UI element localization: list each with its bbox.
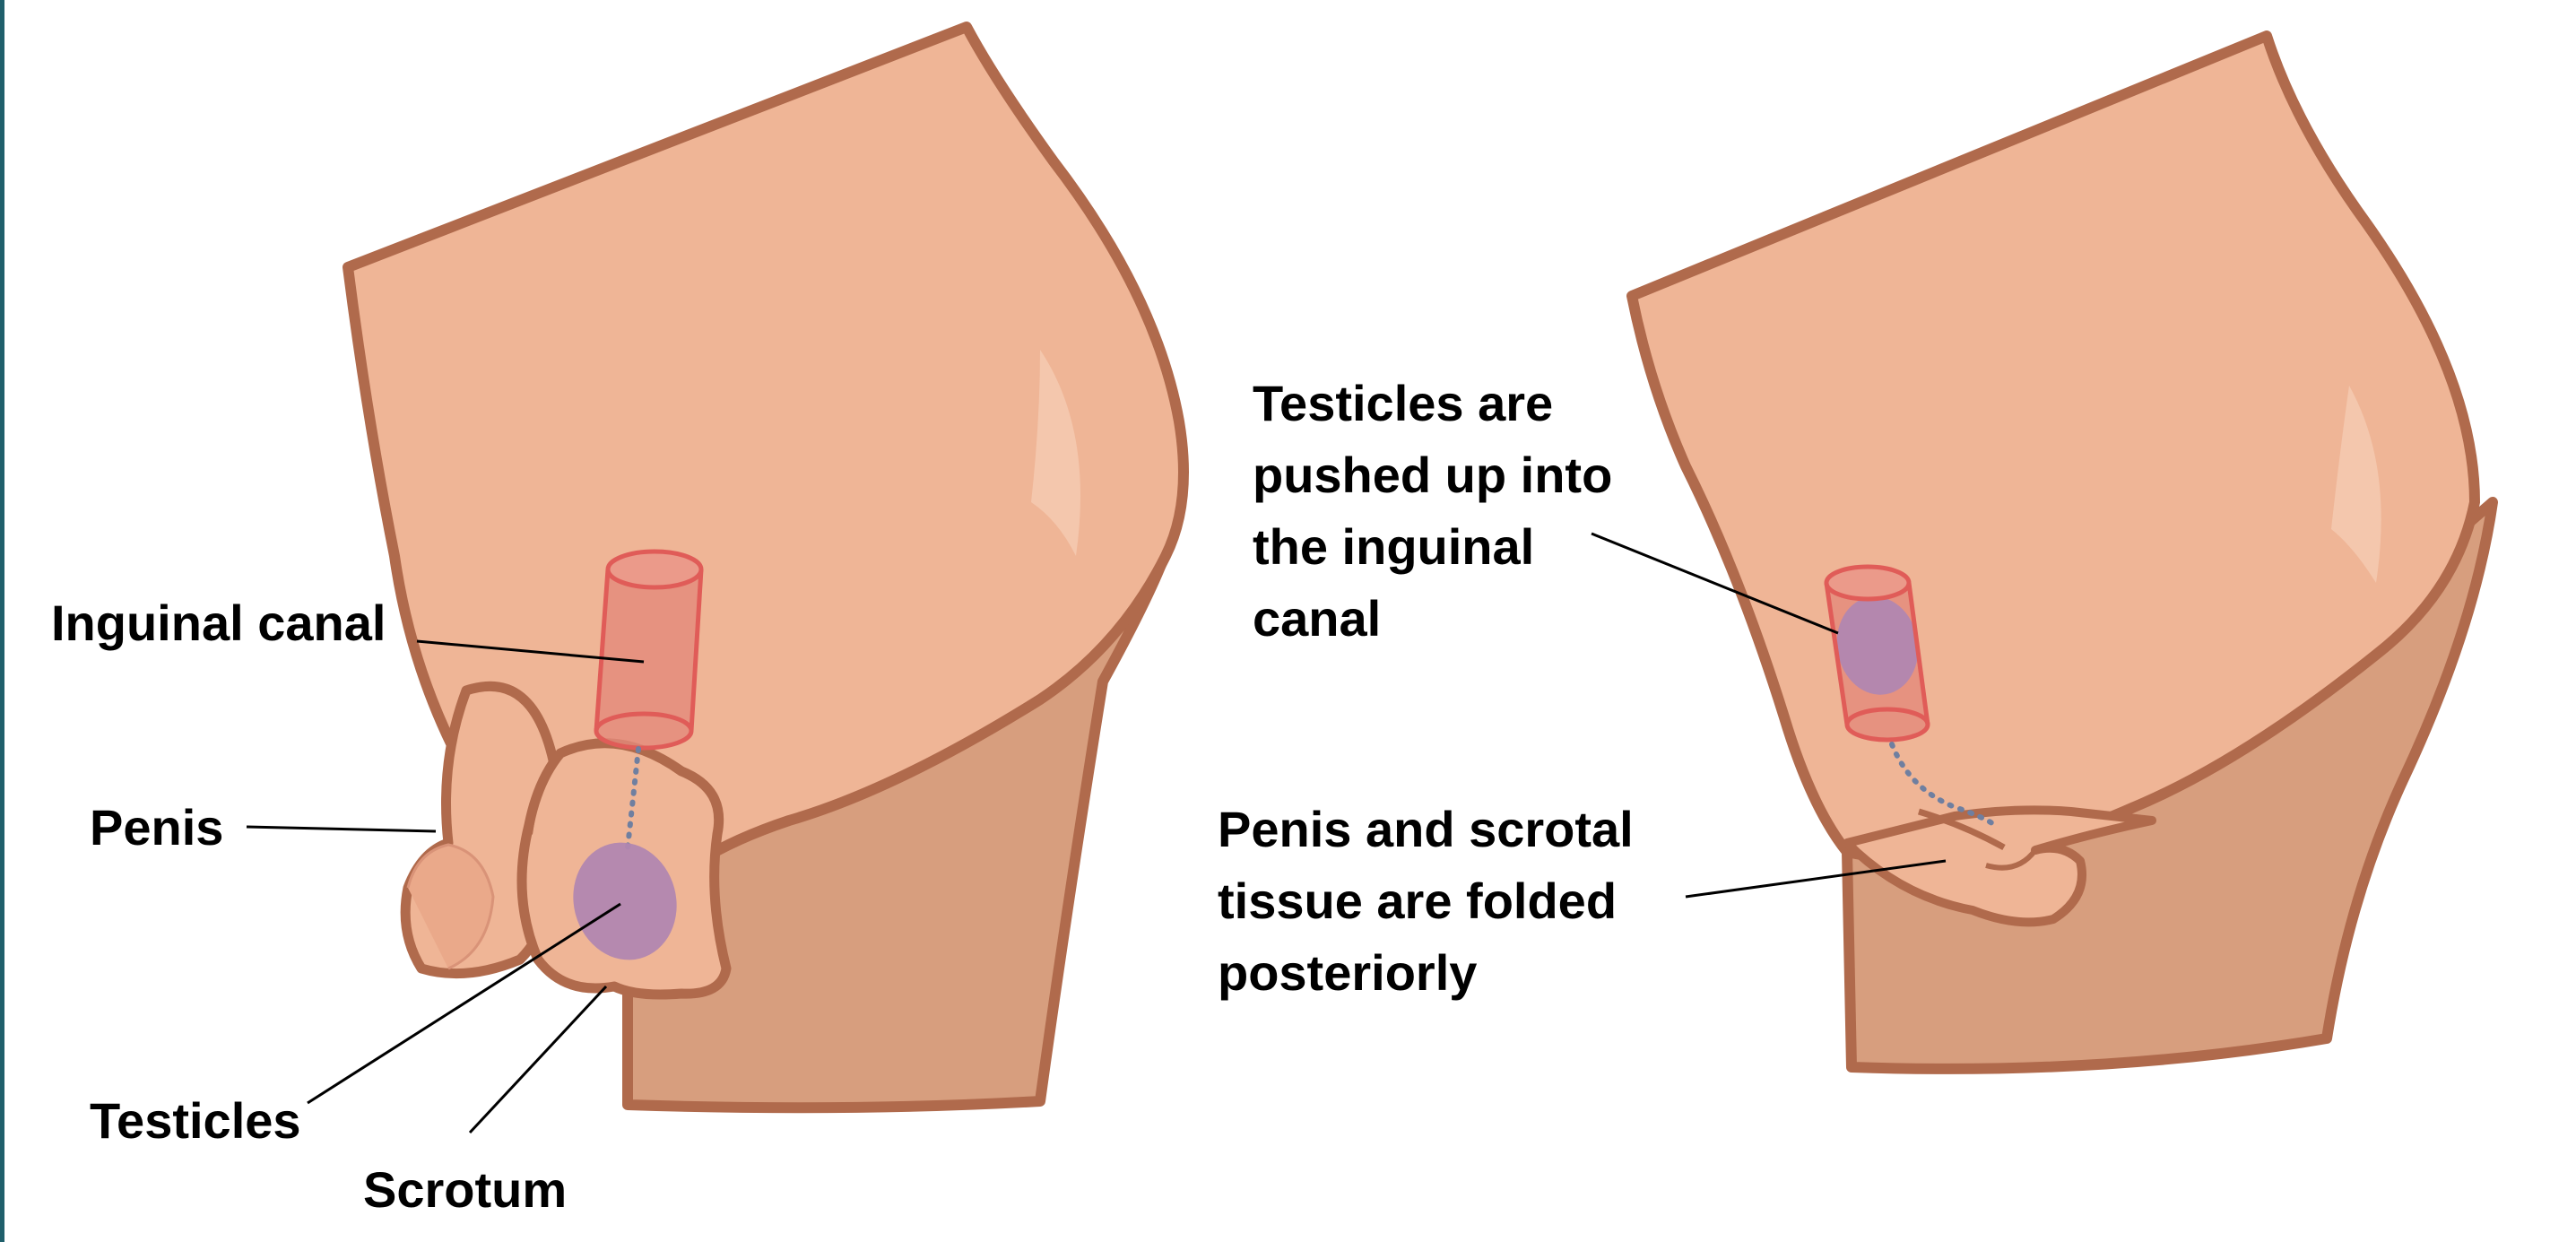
- panel-tucked: [1592, 36, 2493, 1069]
- label-testicles-pushed: Testicles are pushed up into the inguina…: [1253, 368, 1612, 655]
- inguinal-canal-tube: [596, 552, 701, 748]
- label-testicles-pushed-line: pushed up into: [1253, 439, 1612, 511]
- label-inguinal-canal: Inguinal canal: [51, 587, 386, 659]
- label-testicles-pushed-line: the inguinal: [1253, 511, 1612, 583]
- label-testicles-pushed-line: canal: [1253, 583, 1612, 655]
- left-border: [0, 0, 4, 1242]
- label-folded-line: Penis and scrotal: [1218, 794, 1634, 865]
- label-penis: Penis: [90, 792, 223, 864]
- label-folded-line: posteriorly: [1218, 937, 1634, 1009]
- panel-normal: [247, 27, 1184, 1133]
- leader-penis: [247, 827, 436, 831]
- label-folded: Penis and scrotal tissue are folded post…: [1218, 794, 1634, 1009]
- label-testicles: Testicles: [90, 1085, 301, 1157]
- label-testicles-pushed-line: Testicles are: [1253, 368, 1612, 439]
- leader-scrotum: [470, 986, 606, 1133]
- label-folded-line: tissue are folded: [1218, 865, 1634, 937]
- label-scrotum: Scrotum: [363, 1154, 567, 1226]
